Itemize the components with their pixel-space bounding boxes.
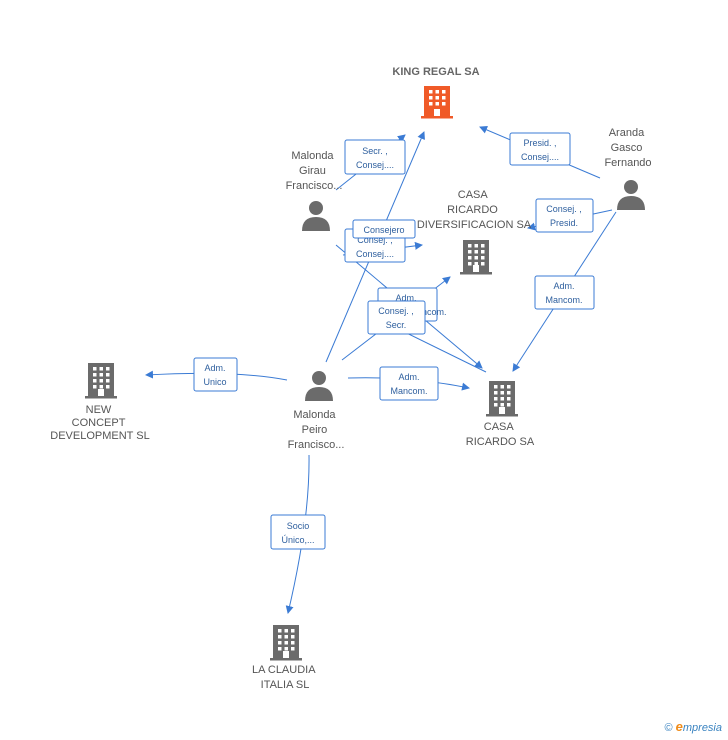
svg-text:Secr. ,Consej....: Secr. ,Consej....	[356, 146, 394, 170]
building-icon[interactable]	[270, 625, 302, 661]
node-label-king-regal[interactable]: KING REGAL SA	[392, 66, 479, 78]
empresia-logo-text: mpresia	[682, 722, 722, 734]
node-label-casa-ricardo-diversificacion[interactable]: CASA RICARDO DIVERSIFICACION SA	[417, 189, 532, 231]
node-label-new-concept[interactable]: NEW CONCEPT DEVELOPMENT SL	[50, 404, 149, 442]
building-icon[interactable]	[460, 240, 492, 275]
svg-text:Consej. ,Secr.: Consej. ,Secr.	[378, 306, 414, 330]
svg-text:Adm.Mancom.: Adm.Mancom.	[390, 372, 427, 396]
svg-text:Consej. ,Presid.: Consej. ,Presid.	[546, 204, 582, 228]
building-icon[interactable]	[85, 363, 117, 399]
node-label-malonda-girau[interactable]: Malonda Girau Francisco...	[286, 150, 343, 192]
node-label-aranda[interactable]: Aranda Gasco Fernando	[604, 127, 651, 169]
building-icon[interactable]	[486, 381, 518, 417]
svg-text:Consej. ,Consej....: Consej. ,Consej....	[356, 235, 394, 259]
edge-label-adm-mancom-aranda[interactable]: Adm.Mancom.	[534, 275, 595, 310]
edge-label-presid-consej[interactable]: Presid. ,Consej....	[509, 132, 571, 166]
svg-text:Adm.Mancom.: Adm.Mancom.	[395, 293, 446, 317]
person-icon[interactable]	[305, 371, 333, 401]
person-icon[interactable]	[302, 201, 330, 231]
edge-label-secr-consej[interactable]: Secr. ,Consej....	[344, 139, 406, 175]
edge-label-adm-mancom-casa[interactable]: Adm.Mancom.	[379, 366, 439, 401]
edge-label-adm-unico[interactable]: Adm.Unico	[193, 357, 238, 392]
edge-label-consej-secr[interactable]: Consej. ,Secr.	[367, 300, 426, 335]
building-icon[interactable]	[421, 86, 453, 119]
node-label-casa-ricardo[interactable]: CASA RICARDO SA	[466, 421, 535, 448]
empresia-credit[interactable]: © empresia	[664, 719, 722, 734]
svg-text:Presid. ,Consej....: Presid. ,Consej....	[521, 138, 559, 162]
node-label-malonda-peiro[interactable]: Malonda Peiro Francisco...	[288, 409, 345, 451]
node-label-la-claudia[interactable]: LA CLAUDIA ITALIA SL	[252, 664, 318, 691]
svg-text:Adm.Unico: Adm.Unico	[203, 363, 226, 387]
empresia-logo-e: e	[675, 719, 683, 734]
person-icon[interactable]	[617, 180, 645, 210]
edge-label-consejero[interactable]: Consejero	[352, 219, 416, 239]
copyright-symbol: ©	[664, 722, 673, 734]
svg-text:Consejero: Consejero	[363, 225, 404, 235]
edge-label-consej-presid[interactable]: Consej. ,Presid.	[535, 198, 594, 233]
svg-text:Adm.Mancom.: Adm.Mancom.	[545, 281, 582, 305]
